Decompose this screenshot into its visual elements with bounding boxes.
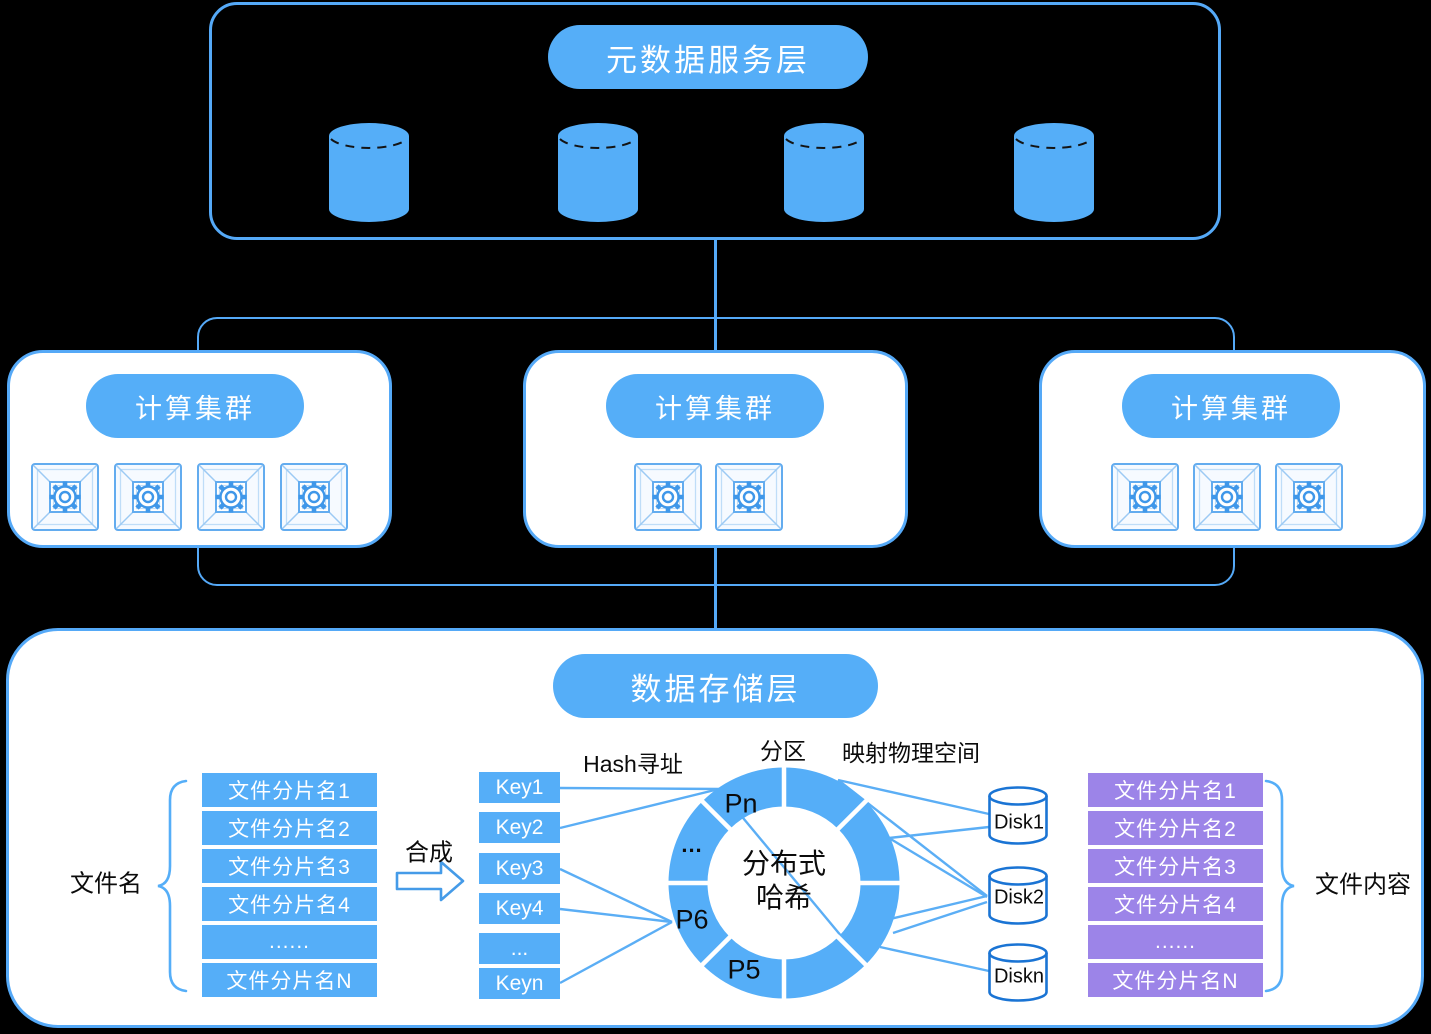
disk-label: Disk2: [993, 886, 1045, 909]
disk-label: Diskn: [993, 965, 1045, 988]
compute-node-gear-icon: [716, 464, 782, 530]
ring-center-label: 分布式 哈希: [742, 847, 826, 915]
file-content-label: 文件内容: [1315, 871, 1411, 899]
database-cylinder: [1013, 122, 1095, 223]
partition-label: 分区: [760, 738, 806, 764]
database-cylinder: [557, 122, 639, 223]
ring-center-line1: 分布式: [741, 848, 827, 879]
compute-node-gear-icon: [1194, 464, 1260, 530]
metadata-layer-pill: 元数据服务层: [548, 25, 868, 89]
compute-node-gear-icon: [1112, 464, 1178, 530]
database-cylinder: [328, 122, 410, 223]
ring-segment-label-pn: Pn: [724, 788, 758, 819]
ring-segment-label-p6: P6: [675, 904, 709, 935]
compute-node-gear-icon: [198, 464, 264, 530]
physical-mapping-label: 映射物理空间: [842, 740, 980, 766]
file-chunk-row: 文件分片名N: [202, 963, 377, 997]
compute-cluster-pill-1: 计算集群: [86, 374, 304, 438]
compose-label: 合成: [405, 839, 453, 867]
hash-ring: [667, 766, 901, 1000]
content-chunk-row: 文件分片名4: [1088, 887, 1263, 921]
content-chunk-row: 文件分片名2: [1088, 811, 1263, 845]
content-chunk-row: ......: [1088, 925, 1263, 959]
metadata-layer-box: [209, 2, 1221, 240]
key-row: Keyn: [479, 968, 560, 999]
compute-node-gear-icon: [115, 464, 181, 530]
disk-label: Disk1: [993, 811, 1045, 834]
key-row: Key2: [479, 812, 560, 843]
compose-arrow: [395, 860, 465, 902]
right-brace: [1264, 779, 1295, 993]
key-row: Key1: [479, 772, 560, 803]
compute-cluster-pill-3: 计算集群: [1122, 374, 1340, 438]
key-row: Key4: [479, 893, 560, 924]
compute-node-gear-icon: [1276, 464, 1342, 530]
file-chunk-row: ......: [202, 925, 377, 959]
file-chunk-row: 文件分片名1: [202, 773, 377, 807]
hash-mapping-lines: [559, 778, 990, 985]
content-chunk-row: 文件分片名3: [1088, 849, 1263, 883]
key-row: ...: [479, 933, 560, 964]
compute-node-gear-icon: [32, 464, 98, 530]
left-brace: [157, 779, 188, 993]
compute-node-gear-icon: [635, 464, 701, 530]
ring-center-line2: 哈希: [755, 882, 813, 913]
hash-addressing-label: Hash寻址: [583, 751, 683, 777]
file-chunk-row: 文件分片名3: [202, 849, 377, 883]
ring-segment-label-p5: P5: [727, 954, 761, 985]
file-chunk-row: 文件分片名2: [202, 811, 377, 845]
storage-layer-pill: 数据存储层: [553, 654, 878, 718]
compute-cluster-pill-2: 计算集群: [606, 374, 824, 438]
content-chunk-row: 文件分片名1: [1088, 773, 1263, 807]
ring-segment-label-dots: ...: [681, 832, 703, 857]
content-chunk-row: 文件分片名N: [1088, 963, 1263, 997]
key-row: Key3: [479, 853, 560, 884]
compute-node-gear-icon: [281, 464, 347, 530]
file-name-label: 文件名: [70, 870, 142, 898]
file-chunk-row: 文件分片名4: [202, 887, 377, 921]
database-cylinder: [783, 122, 865, 223]
